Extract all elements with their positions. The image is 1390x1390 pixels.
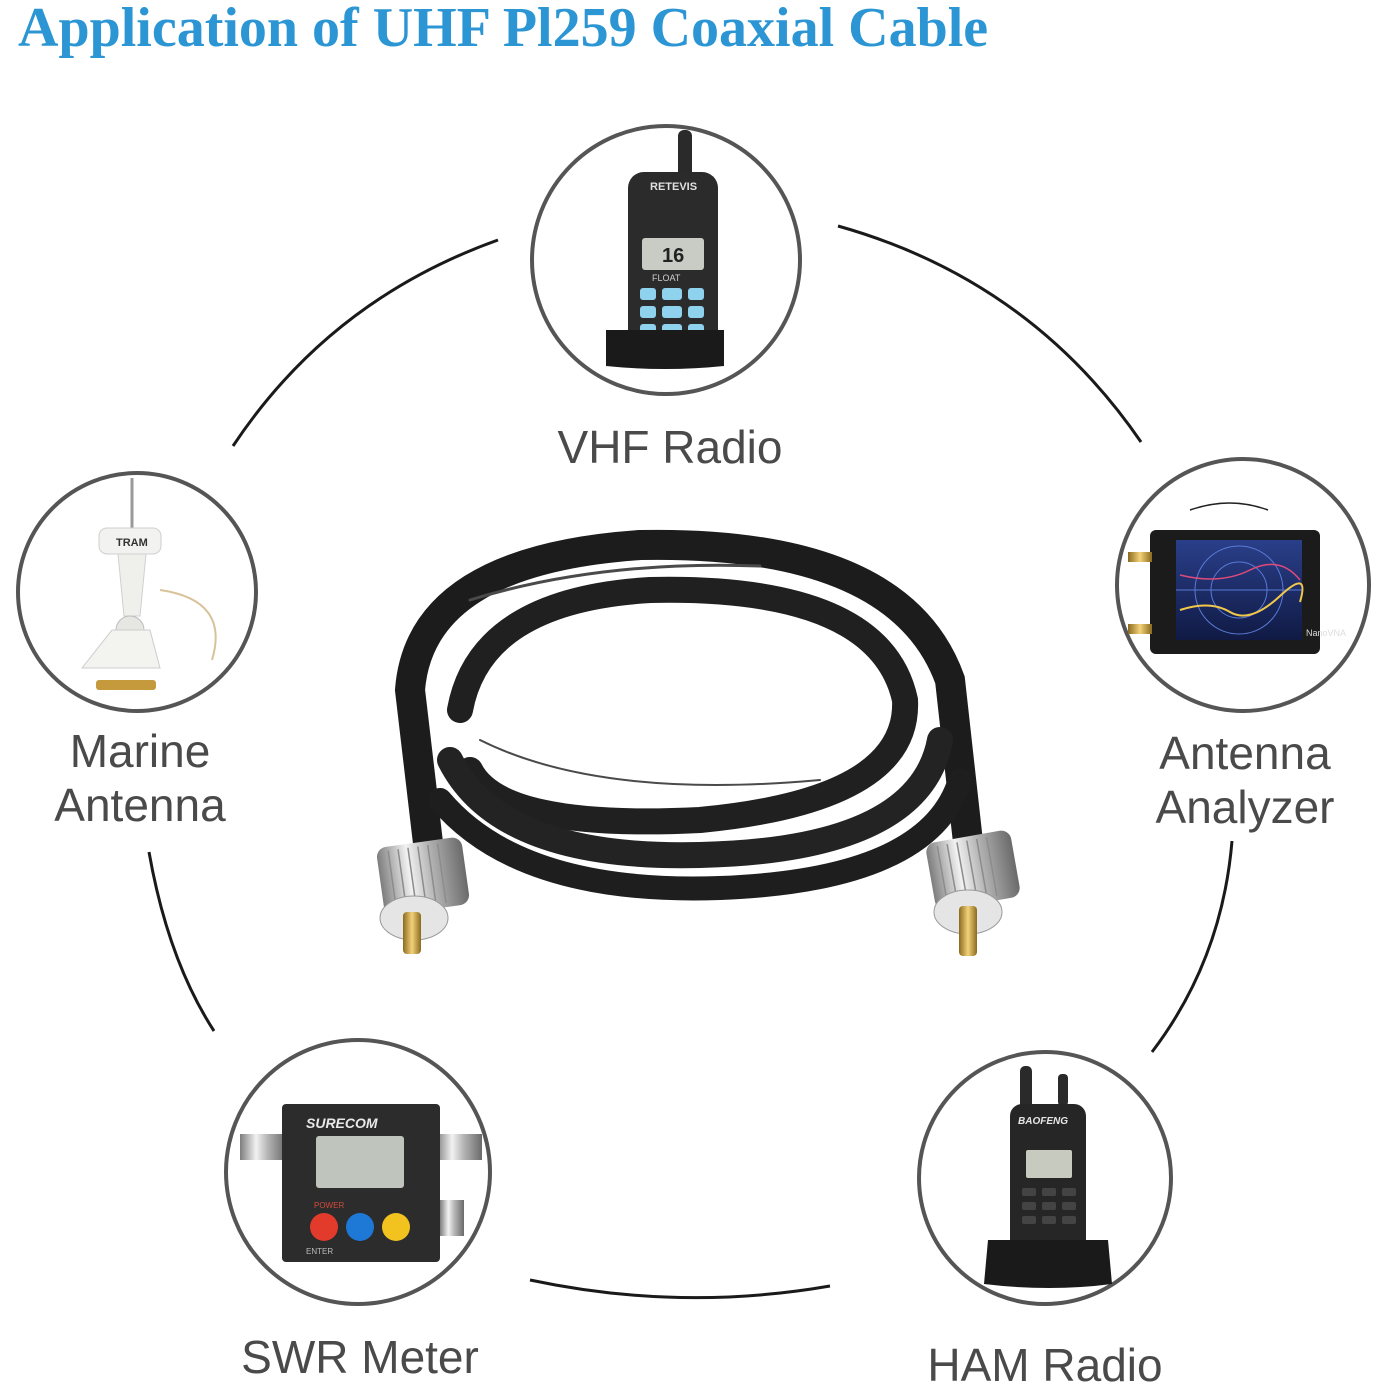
vhf-brand-text: RETEVIS [650,181,697,193]
vhf-radio-device: RETEVIS 16 FLOAT [606,130,724,369]
marine-antenna-device: TRAM [80,478,217,690]
right-pl259-connector [926,830,1020,956]
coaxial-cable [394,529,985,901]
label-ham-radio: HAM Radio [927,1339,1163,1390]
label-vhf-radio: VHF Radio [557,421,783,473]
ham-radio-device: BAOFENG [984,1066,1112,1288]
arc-bottom [529,1278,831,1300]
swr-brand-text: SURECOM [306,1115,378,1131]
swr-enter-text: ENTER [306,1247,333,1256]
vhf-float-text: FLOAT [652,273,681,283]
analyzer-brand-text: NanoVNA [1306,628,1346,638]
swr-power-text: POWER [314,1201,344,1210]
marine-brand-text: TRAM [116,537,148,549]
label-marine-antenna-line1: Marine [69,725,211,777]
arc-right [1150,840,1234,1053]
label-antenna-analyzer-line1: Antenna [1159,727,1331,779]
vhf-display-text: 16 [662,245,684,267]
ham-brand-text: BAOFENG [1018,1116,1068,1127]
arc-top-right [837,224,1143,443]
connector-ring [147,224,1234,1300]
label-marine-antenna-line2: Antenna [54,779,226,831]
antenna-analyzer-device: NanoVNA [1128,502,1346,654]
label-antenna-analyzer-line2: Analyzer [1155,781,1335,833]
arc-left [147,851,216,1032]
left-pl259-connector [376,837,470,954]
label-swr-meter: SWR Meter [241,1331,479,1383]
swr-meter-device: SURECOM POWER ENTER [240,1104,482,1262]
label-marine-antenna: Marine Antenna [20,724,260,832]
page-title: Application of UHF Pl259 Coaxial Cable [18,0,989,59]
label-antenna-analyzer: Antenna Analyzer [1110,726,1380,834]
arc-top-left [231,238,499,447]
